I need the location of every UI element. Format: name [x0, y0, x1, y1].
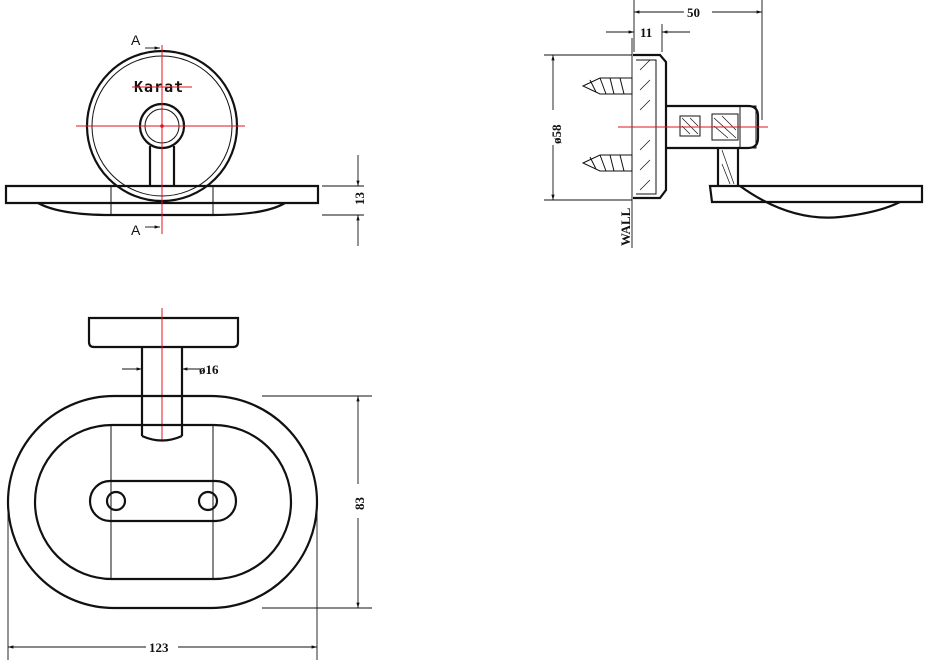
- wall-label: WALL: [618, 207, 633, 246]
- drain-hole-right: [197, 490, 219, 512]
- drain-hole-left: [105, 490, 127, 512]
- dish-rim-side: [708, 184, 924, 204]
- dish-bowl-side: [739, 185, 901, 219]
- dim-diameter-58: ø58: [549, 124, 564, 144]
- rosette-top: [87, 316, 240, 349]
- section-label-top: A: [131, 32, 141, 48]
- dim-height-13: 13: [352, 192, 367, 206]
- front-view: Karat A A 13: [4, 32, 367, 246]
- dish-outer: [6, 394, 319, 610]
- drain-slot: [88, 479, 238, 523]
- dim-plate-depth: 11: [640, 25, 652, 40]
- section-label-bottom: A: [131, 222, 141, 238]
- top-view: ø16 83 123: [6, 308, 372, 660]
- wall-anchor-bottom: [581, 154, 633, 172]
- wall-plate: [633, 53, 668, 200]
- dish-inner: [33, 423, 293, 581]
- dish-rim-front: [4, 184, 320, 205]
- side-view: 50 11 ø58 WALL: [544, 0, 924, 248]
- dim-width-123: 123: [149, 640, 169, 655]
- wall-anchor-top: [581, 77, 633, 95]
- dim-depth-83: 83: [352, 497, 367, 511]
- dim-rod-diameter: ø16: [199, 362, 219, 377]
- plate-hatch: [639, 59, 651, 191]
- dim-total-depth: 50: [687, 5, 700, 20]
